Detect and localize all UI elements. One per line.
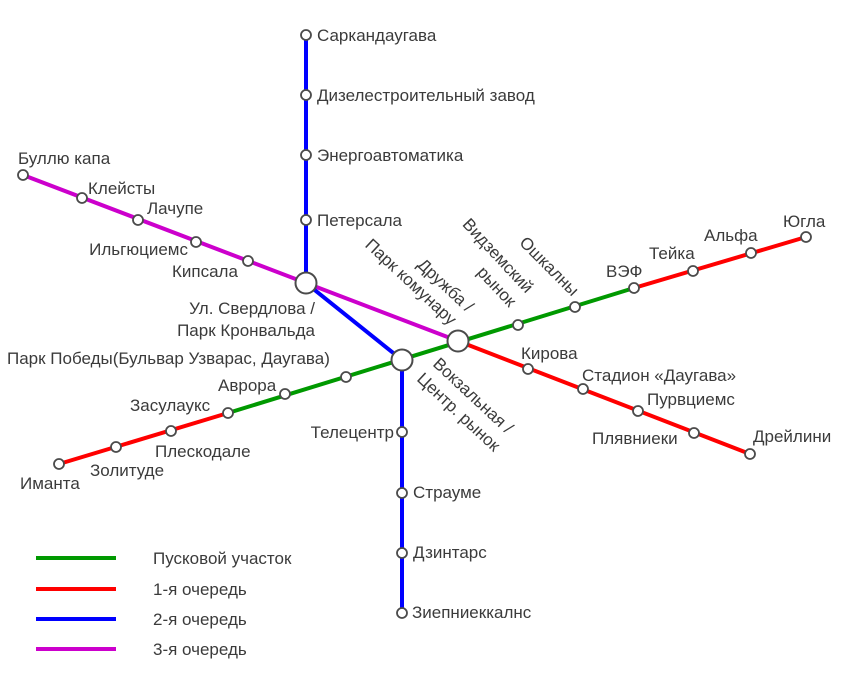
station-label-pleskodale: Плескодале bbox=[155, 442, 251, 461]
station-label-kipsala: Кипсала bbox=[172, 262, 238, 281]
station-dot-kirova bbox=[522, 363, 534, 375]
station-dot-purvciems bbox=[632, 405, 644, 417]
line-third-stage bbox=[21, 173, 460, 343]
line-first-stage-southeast bbox=[456, 339, 752, 456]
station-label-petersala: Петерсала bbox=[317, 211, 402, 230]
station-dot-telecentr bbox=[396, 426, 408, 438]
station-labels: Саркандаугава Дизелестроительный завод Э… bbox=[7, 26, 831, 622]
legend-label-second-stage: 2-я очередь bbox=[153, 610, 247, 629]
station-dot-park-pobedy bbox=[340, 371, 352, 383]
station-label-stadion-daugava: Стадион «Даугава» bbox=[582, 366, 736, 385]
legend-label-first-stage: 1-я очередь bbox=[153, 580, 247, 599]
station-dots bbox=[17, 29, 812, 619]
station-label-park-pobedy: Парк Победы(Бульвар Узварас, Даугава) bbox=[7, 349, 330, 368]
station-label-purvciems: Пурвциемс bbox=[647, 390, 735, 409]
line-first-stage-southwest bbox=[57, 411, 230, 466]
station-dot-vidzemsky-rynok bbox=[512, 319, 524, 331]
station-dot-zasulauks bbox=[222, 407, 234, 419]
station-dot-straume bbox=[396, 487, 408, 499]
station-dot-teika bbox=[687, 265, 699, 277]
station-dot-vef bbox=[628, 282, 640, 294]
station-label-plavnieki: Плявниеки bbox=[592, 429, 678, 448]
station-dot-yugla bbox=[800, 231, 812, 243]
interchange-circle-druzhba bbox=[446, 329, 470, 353]
legend-label-startup-section: Пусковой участок bbox=[153, 549, 292, 568]
station-label-yugla: Югла bbox=[783, 212, 826, 231]
station-label-bullju-kapa: Буллю капа bbox=[18, 149, 111, 168]
station-label-imanta: Иманта bbox=[20, 474, 80, 493]
station-dot-sarkandaugava bbox=[300, 29, 312, 41]
station-dot-plavnieki bbox=[688, 427, 700, 439]
station-dot-kleisty bbox=[76, 192, 88, 204]
station-label-energoavtomatika: Энергоавтоматика bbox=[317, 146, 464, 165]
line-second-stage bbox=[304, 33, 404, 615]
station-dot-dizelestroitelny-zavod bbox=[300, 89, 312, 101]
station-label-telecentr: Телецентр bbox=[311, 423, 394, 442]
station-dot-ziepniekkalns bbox=[396, 607, 408, 619]
station-label-straume: Страуме bbox=[413, 483, 481, 502]
station-dot-stadion-daugava bbox=[577, 383, 589, 395]
station-dot-ilguciems bbox=[190, 236, 202, 248]
legend: Пусковой участок 1-я очередь 2-я очередь… bbox=[36, 549, 292, 659]
station-dot-avrora bbox=[279, 388, 291, 400]
station-label-sarkandaugava: Саркандаугава bbox=[317, 26, 437, 45]
station-label-teika: Тейка bbox=[649, 244, 695, 263]
station-label-lachupe: Лачупе bbox=[147, 199, 203, 218]
metro-lines bbox=[21, 33, 808, 615]
station-label-zasulauks: Засулаукс bbox=[130, 396, 211, 415]
station-dot-lachupe bbox=[132, 214, 144, 226]
station-label-kirova: Кирова bbox=[521, 344, 578, 363]
station-dot-petersala bbox=[300, 214, 312, 226]
station-label-alfa: Альфа bbox=[704, 226, 758, 245]
station-label-dreilini: Дрейлини bbox=[753, 427, 831, 446]
station-label-sverdlova-line1: Ул. Свердлова / bbox=[189, 299, 315, 318]
station-dot-dreilini bbox=[744, 448, 756, 460]
station-label-sverdlova-line2: Парк Кронвальда bbox=[177, 321, 315, 340]
station-label-dizelestroitelny-zavod: Дизелестроительный завод bbox=[317, 86, 535, 105]
legend-label-third-stage: 3-я очередь bbox=[153, 640, 247, 659]
station-label-kleisty: Клейсты bbox=[88, 179, 155, 198]
station-label-vef: ВЭФ bbox=[606, 262, 642, 281]
station-label-ziepniekkalns: Зиепниеккалнс bbox=[412, 603, 532, 622]
interchange-circle-sverdlova bbox=[294, 271, 318, 295]
station-dot-zolitude bbox=[110, 441, 122, 453]
station-dot-dzintars bbox=[396, 547, 408, 559]
station-label-avrora: Аврора bbox=[218, 376, 277, 395]
line-startup-section bbox=[226, 286, 636, 415]
station-label-dzintars: Дзинтарс bbox=[413, 543, 487, 562]
station-dot-oshkalny bbox=[569, 301, 581, 313]
interchange-circle-vokzalnaya bbox=[390, 348, 414, 372]
station-dot-alfa bbox=[745, 247, 757, 259]
station-dot-energoavtomatika bbox=[300, 149, 312, 161]
station-dot-imanta bbox=[53, 458, 65, 470]
station-label-zolitude: Золитуде bbox=[90, 461, 164, 480]
line-first-stage-northeast bbox=[632, 235, 808, 290]
station-dot-kipsala bbox=[242, 255, 254, 267]
station-dot-pleskodale bbox=[165, 425, 177, 437]
station-label-ilguciems: Ильгюциемс bbox=[89, 240, 188, 259]
station-dot-bullju-kapa bbox=[17, 169, 29, 181]
